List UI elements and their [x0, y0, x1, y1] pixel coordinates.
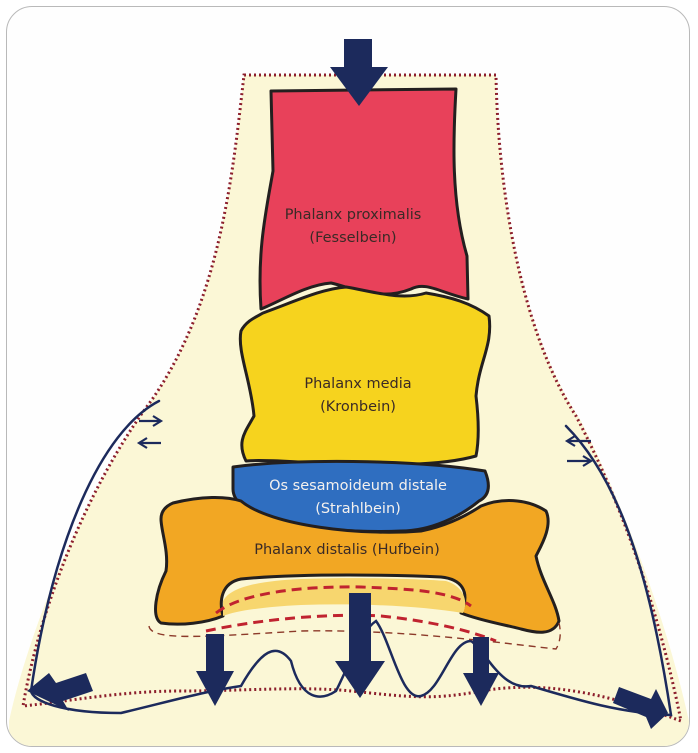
phalanx-proximalis: [260, 89, 468, 309]
label-media-1: Phalanx media: [304, 376, 411, 392]
label-sesamoid-1: Os sesamoideum distale: [269, 478, 447, 494]
label-proximalis-1: Phalanx proximalis: [285, 207, 422, 223]
label-proximalis-2: (Fesselbein): [309, 230, 396, 246]
label-distalis: Phalanx distalis (Hufbein): [254, 542, 440, 558]
label-sesamoid-2: (Strahlbein): [315, 501, 401, 517]
diagram-frame: Phalanx proximalis (Fesselbein) Phalanx …: [6, 6, 690, 747]
hoof-diagram: Phalanx proximalis (Fesselbein) Phalanx …: [7, 7, 690, 747]
label-media-2: (Kronbein): [320, 399, 396, 415]
